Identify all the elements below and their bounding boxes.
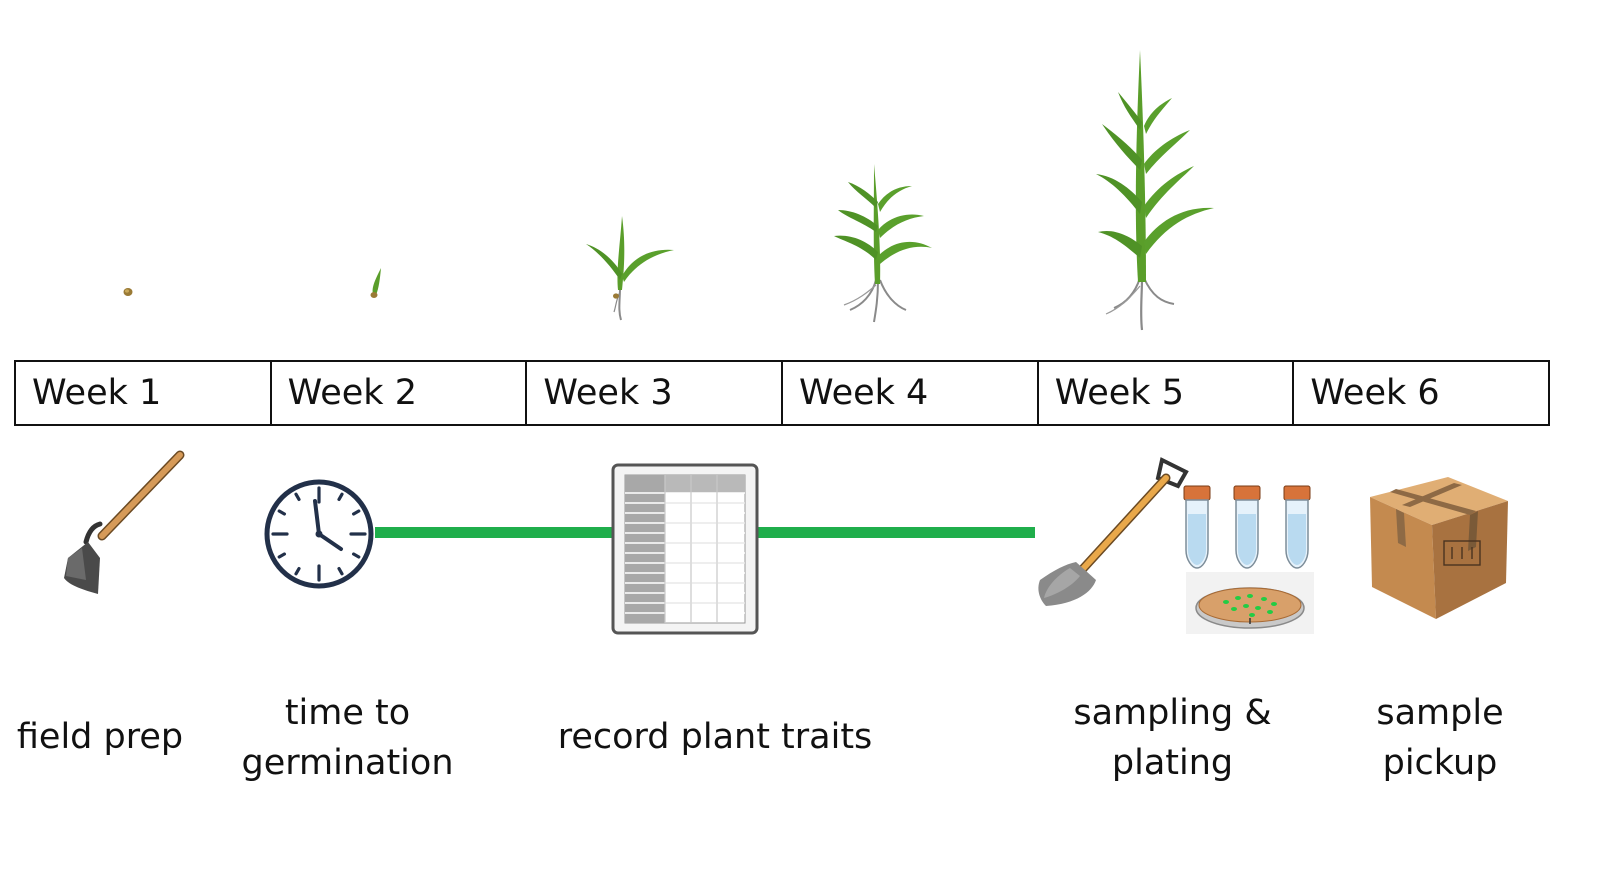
shovel-icon — [1038, 457, 1189, 606]
cardboard-box-icon — [1370, 477, 1508, 619]
hoe-icon — [64, 450, 185, 594]
week-cell-4: Week 4 — [783, 362, 1039, 424]
caption-record-traits: record plant traits — [557, 717, 873, 757]
caption-field-prep: field prep — [16, 717, 184, 757]
week-timeline-table: Week 1 Week 2 Week 3 Week 4 Week 5 Week … — [14, 360, 1550, 426]
young-corn-plant-icon — [834, 164, 932, 323]
week-cell-5: Week 5 — [1039, 362, 1295, 424]
caption-pickup: sample pickup — [1376, 693, 1504, 783]
sprout-icon — [370, 268, 381, 298]
petri-dish-icon — [1186, 572, 1314, 634]
test-tubes-icon — [1183, 485, 1311, 569]
week-cell-1: Week 1 — [16, 362, 272, 424]
seedling-icon — [586, 216, 674, 321]
clock-icon — [264, 479, 374, 589]
seed-icon — [123, 288, 133, 296]
week-cell-6: Week 6 — [1310, 373, 1440, 413]
week-cell-2: Week 2 — [272, 362, 528, 424]
spreadsheet-icon — [611, 463, 759, 635]
mature-corn-plant-icon — [1096, 50, 1214, 331]
caption-germination: time to germination — [241, 693, 454, 783]
week-cell-3: Week 3 — [527, 362, 784, 424]
caption-sampling: sampling & plating — [1073, 693, 1272, 783]
